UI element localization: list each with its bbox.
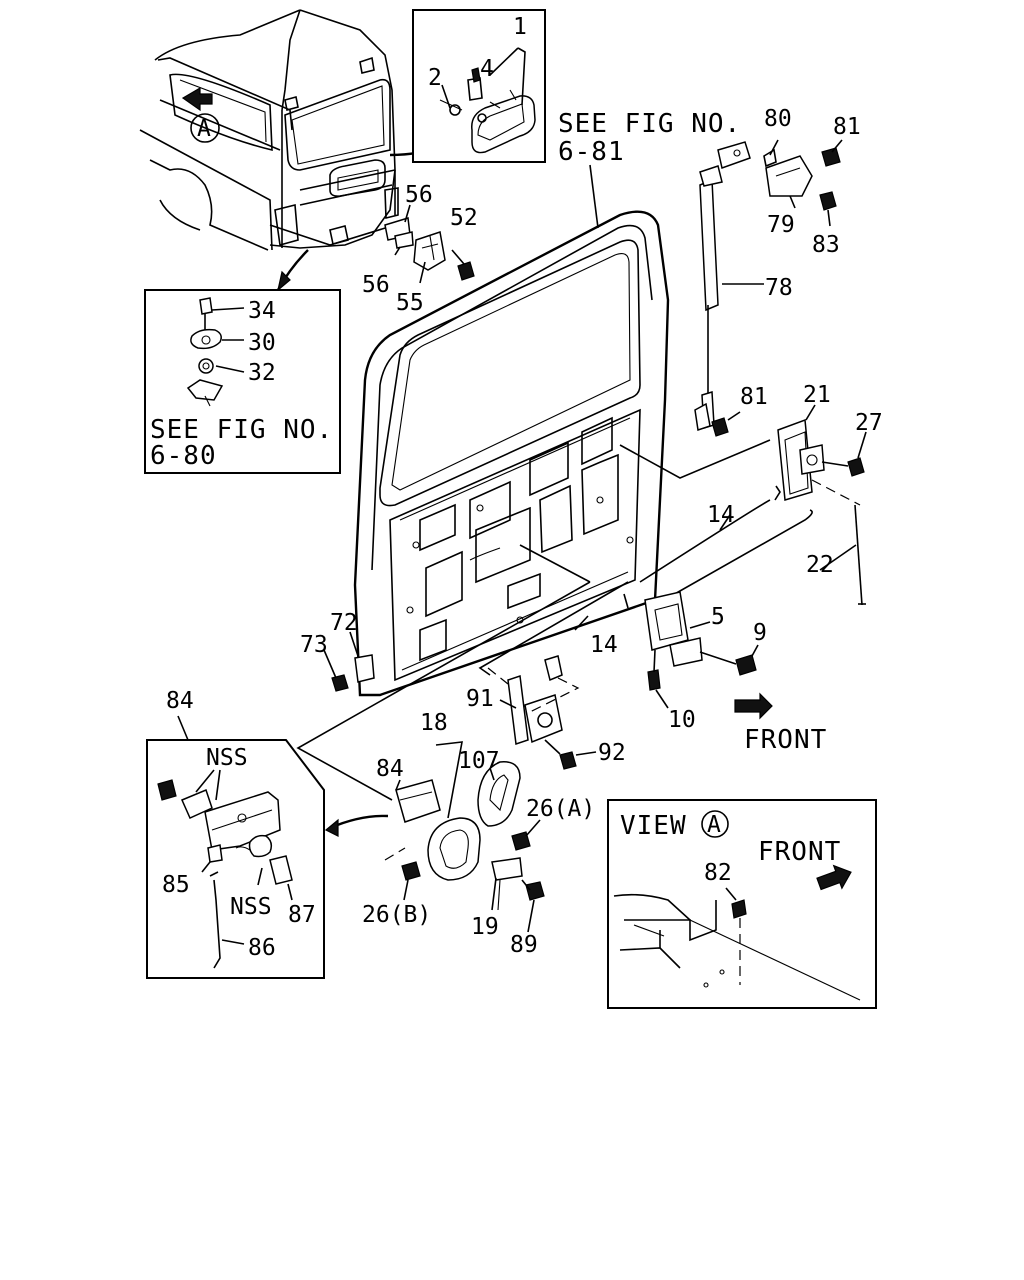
callout-81-top: 81 bbox=[833, 114, 861, 140]
callout-14-top: 14 bbox=[707, 502, 735, 528]
gas-strut-group: 80 81 79 83 78 81 bbox=[694, 106, 861, 437]
control-rod-group: 5 9 10 14 14 FRONT bbox=[478, 485, 827, 755]
callout-56-bottom: 56 bbox=[362, 272, 390, 298]
front-direction-main: FRONT bbox=[744, 725, 827, 755]
callout-82: 82 bbox=[704, 860, 732, 886]
callout-84-main: 84 bbox=[376, 756, 404, 782]
bumper-stop-group: 73 72 bbox=[300, 610, 375, 692]
callout-1: 1 bbox=[513, 14, 527, 40]
front-direction-view: FRONT bbox=[758, 837, 841, 867]
callout-34: 34 bbox=[248, 298, 276, 324]
tailgate-panel bbox=[353, 210, 771, 697]
hinge-bracket-group: 56 52 56 55 bbox=[362, 182, 478, 316]
view-marker: A bbox=[707, 812, 721, 838]
callout-52: 52 bbox=[450, 205, 478, 231]
callout-19: 19 bbox=[471, 914, 499, 940]
ref-6-80-line2: 6-80 bbox=[150, 441, 217, 471]
callout-107: 107 bbox=[458, 748, 500, 774]
callout-83: 83 bbox=[812, 232, 840, 258]
callout-85: 85 bbox=[162, 872, 190, 898]
car-view-marker: A bbox=[197, 116, 211, 142]
nss-label-bottom: NSS bbox=[230, 894, 272, 920]
callout-4: 4 bbox=[480, 56, 494, 82]
callout-56-top: 56 bbox=[405, 182, 433, 208]
striker-group: 91 92 bbox=[466, 655, 626, 770]
callout-92: 92 bbox=[598, 740, 626, 766]
callout-73: 73 bbox=[300, 632, 328, 658]
callout-18: 18 bbox=[420, 710, 448, 736]
inner-handle-group: 84 18 107 26(A) 26(B) 19 89 bbox=[324, 710, 595, 958]
view-a-inset: VIEW A FRONT 82 bbox=[607, 799, 877, 1009]
callout-81-bottom: 81 bbox=[740, 384, 768, 410]
callout-5: 5 bbox=[711, 604, 725, 630]
callout-79: 79 bbox=[767, 212, 795, 238]
callout-27: 27 bbox=[855, 410, 883, 436]
callout-84-inset: 84 bbox=[166, 688, 194, 714]
callout-30: 30 bbox=[248, 330, 276, 356]
callout-89: 89 bbox=[510, 932, 538, 958]
callout-26a: 26(A) bbox=[526, 796, 595, 822]
callout-87: 87 bbox=[288, 902, 316, 928]
bracket-inset-84: 84 NSS 85 NSS 87 86 bbox=[146, 688, 325, 979]
callout-9: 9 bbox=[753, 620, 767, 646]
latch-group: 21 27 22 bbox=[777, 382, 883, 606]
nss-label-top: NSS bbox=[206, 745, 248, 771]
reference-fig-6-81: SEE FIG NO. 6-81 bbox=[558, 109, 741, 229]
callout-10: 10 bbox=[668, 707, 696, 733]
callout-55: 55 bbox=[396, 290, 424, 316]
callout-21: 21 bbox=[803, 382, 831, 408]
callout-32: 32 bbox=[248, 360, 276, 386]
callout-72: 72 bbox=[330, 610, 358, 636]
callout-26b: 26(B) bbox=[362, 902, 431, 928]
rear-handle-inset: 1 2 4 bbox=[412, 9, 546, 163]
callout-22: 22 bbox=[806, 552, 834, 578]
callout-80: 80 bbox=[764, 106, 792, 132]
view-title: VIEW bbox=[620, 811, 687, 841]
callout-14-bottom: 14 bbox=[590, 632, 618, 658]
door-to-handle-leader bbox=[296, 581, 591, 801]
callout-2: 2 bbox=[428, 65, 442, 91]
callout-86: 86 bbox=[248, 935, 276, 961]
ref-6-81-line2: 6-81 bbox=[558, 137, 625, 167]
callout-91: 91 bbox=[466, 686, 494, 712]
callout-78: 78 bbox=[765, 275, 793, 301]
ref-6-80-line1: SEE FIG NO. bbox=[150, 415, 333, 445]
ref-6-81-line1: SEE FIG NO. bbox=[558, 109, 741, 139]
fastener-inset: 34 30 32 SEE FIG NO. 6-80 bbox=[144, 289, 341, 474]
